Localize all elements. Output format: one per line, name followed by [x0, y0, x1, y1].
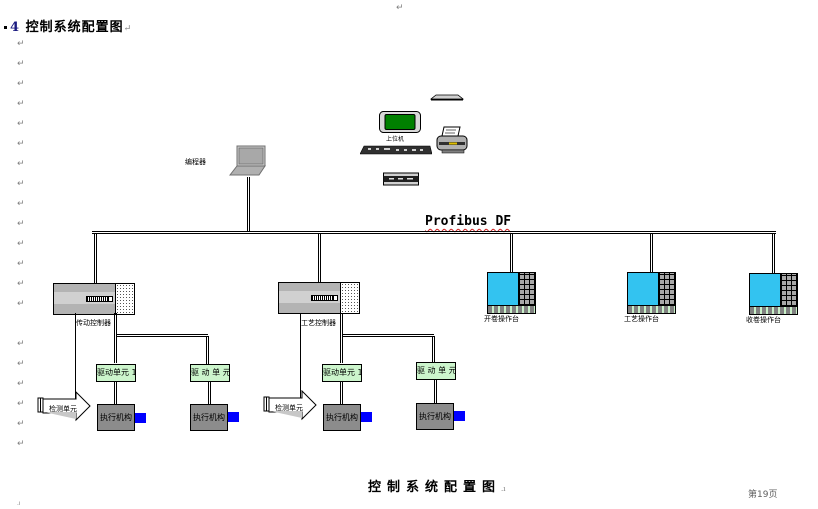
- drive-link: [340, 382, 343, 404]
- motor-icon: [135, 413, 146, 423]
- motor-icon: [228, 412, 239, 422]
- programmer-connector: [247, 177, 250, 231]
- bus-drop-line: [650, 233, 653, 272]
- drive-unit: 驱 动 单 元: [190, 364, 230, 382]
- drive-link: [434, 380, 437, 403]
- drive-unit: 驱 动 单 元: [416, 362, 456, 380]
- programmer-label: 编程器: [185, 158, 206, 166]
- paragraph-mark-icon: ↵: [17, 279, 25, 289]
- paragraph-mark-icon: ↵: [17, 339, 25, 349]
- paragraph-mark-icon: ↵: [396, 3, 404, 13]
- profibus-line: [92, 231, 776, 234]
- paragraph-mark-icon: ↵: [17, 39, 25, 49]
- operator-station: [627, 272, 676, 314]
- paragraph-mark-icon: .ı: [501, 485, 506, 493]
- paragraph-mark-icon: ↵: [17, 419, 25, 429]
- section-number: 4: [10, 20, 21, 35]
- section-title: 控制系统配置图: [25, 20, 124, 35]
- paragraph-mark-icon: ↵: [17, 179, 25, 189]
- paragraph-mark-icon: ↵: [17, 379, 25, 389]
- paragraph-mark-icon: ↵: [17, 79, 25, 89]
- station-label: 收卷操作台: [746, 316, 781, 324]
- scanner-icon: [430, 94, 464, 101]
- sensor-arrow-icon: [263, 390, 317, 421]
- sensor-arrow-icon: [37, 391, 91, 422]
- drive-link: [208, 382, 211, 404]
- laptop-icon: [229, 145, 266, 176]
- paragraph-mark-icon: ↵: [17, 219, 25, 229]
- operator-station: [487, 272, 536, 314]
- station-label: 开卷操作台: [484, 315, 519, 323]
- branch-line: [114, 313, 117, 363]
- actuator: 执行机构: [416, 403, 454, 430]
- controller-label: 工艺控制器: [301, 319, 336, 327]
- branch-line: [206, 336, 209, 364]
- paragraph-mark-icon: ↵: [17, 59, 25, 69]
- branch-line: [116, 334, 208, 337]
- list-bullet: [4, 26, 7, 29]
- controller-unit: [53, 283, 135, 315]
- paragraph-mark-icon: ↵: [17, 359, 25, 369]
- paragraph-mark-icon: ↵: [17, 439, 25, 449]
- sensor-label: 检测单元: [275, 404, 303, 412]
- sensor-line: [75, 313, 76, 416]
- branch-line: [342, 334, 434, 337]
- station-label: 工艺操作台: [624, 315, 659, 323]
- sensor-line: [300, 313, 301, 416]
- drive-unit: 驱动单元 1: [322, 364, 362, 382]
- bus-label: Profibus DF: [425, 214, 512, 229]
- paragraph-mark-icon: ↵: [123, 24, 133, 34]
- paragraph-mark-icon: ↵: [17, 259, 25, 269]
- bus-drop-line: [772, 233, 775, 273]
- paragraph-mark-icon: ↵: [17, 399, 25, 409]
- keyboard-icon: [360, 145, 432, 155]
- section-heading: 4 控制系统配置图↵: [4, 16, 132, 35]
- paragraph-mark-icon: ↵: [17, 139, 25, 149]
- actuator: 执行机构: [97, 404, 135, 431]
- page-number: 第19页: [748, 490, 778, 500]
- paragraph-mark-icon: ↵: [17, 199, 25, 209]
- paragraph-mark-icon: ↵: [17, 119, 25, 129]
- paragraph-mark-icon: ↵: [17, 299, 25, 309]
- host-label: 上位机: [386, 136, 405, 143]
- drive-unit: 驱动单元 1: [96, 364, 136, 382]
- branch-line: [340, 313, 343, 363]
- monitor-icon: [379, 111, 421, 133]
- drive-link: [114, 382, 117, 404]
- controller-label: 传动控制器: [76, 319, 111, 327]
- actuator: 执行机构: [190, 404, 228, 431]
- motor-icon: [454, 411, 465, 421]
- cpu-unit-icon: [383, 172, 419, 186]
- paragraph-mark-icon: ↵: [17, 239, 25, 249]
- paragraph-mark-icon: ↵: [17, 99, 25, 109]
- figure-caption-text: 控制系统配置图: [368, 480, 502, 495]
- sensor-label: 检测单元: [49, 405, 77, 413]
- controller-unit: [278, 282, 360, 314]
- bus-drop-line: [318, 233, 321, 283]
- printer-icon: [436, 126, 468, 154]
- paragraph-mark-icon: .ı: [17, 500, 21, 507]
- figure-caption: 控制系统配置图.ı: [368, 476, 505, 495]
- paragraph-mark-icon: ↵: [17, 159, 25, 169]
- bus-drop-line: [94, 233, 97, 283]
- actuator: 执行机构: [323, 404, 361, 431]
- motor-icon: [361, 412, 372, 422]
- branch-line: [432, 336, 435, 362]
- operator-station: [749, 273, 798, 315]
- bus-drop-line: [510, 233, 513, 272]
